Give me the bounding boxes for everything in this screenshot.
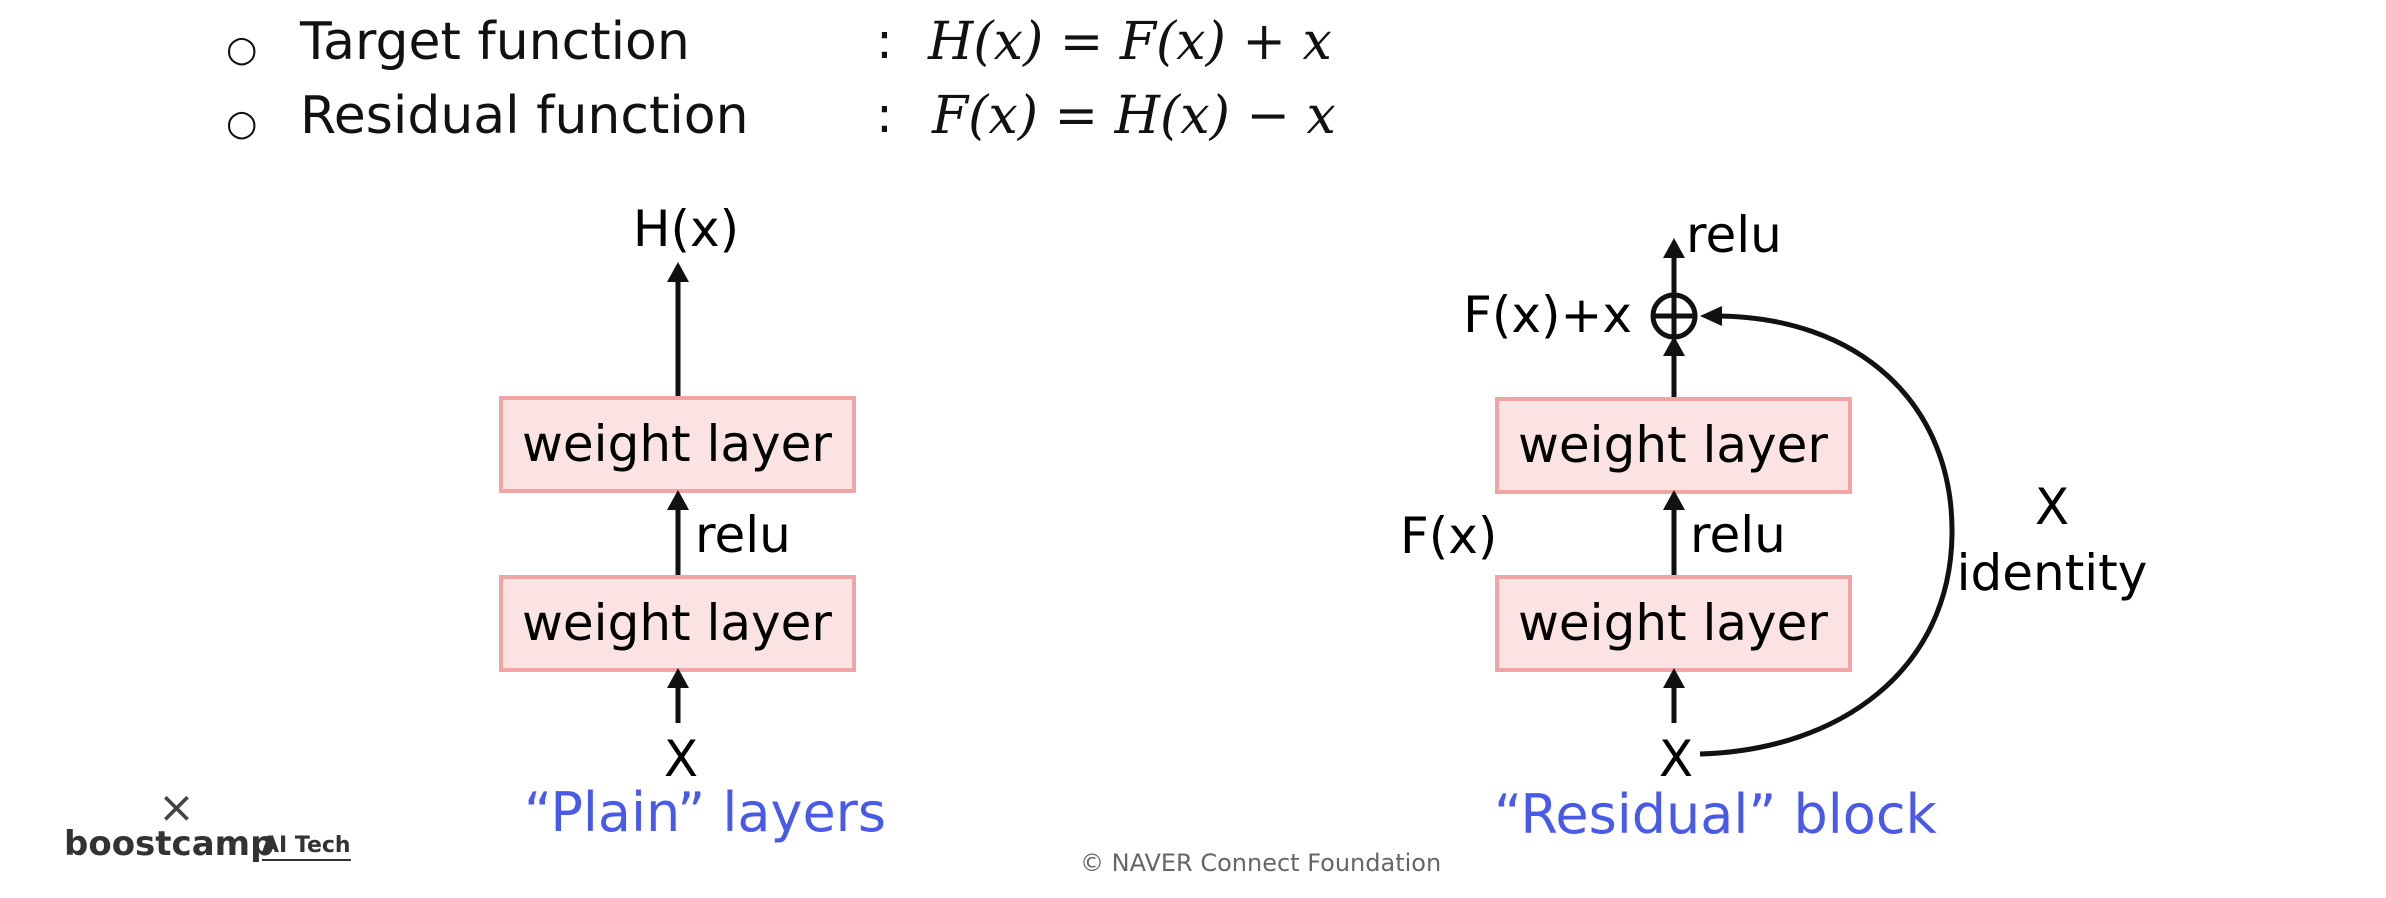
copyright-text: © NAVER Connect Foundation [1080, 849, 1442, 877]
residual-input-arrowhead [1663, 668, 1685, 688]
identity-skip-connection [1699, 313, 1955, 757]
boostcamp-logo-text: boostcamp [64, 824, 275, 864]
residual-weight-layer-top [1495, 397, 1852, 494]
plain-output-arrowhead [667, 262, 689, 282]
identity-label: identity [1957, 544, 2148, 602]
residual-function-label: Residual function [300, 86, 749, 146]
target-function-label: Target function [300, 12, 690, 72]
target-function-colon: : [876, 12, 893, 70]
plain-weight-layer-top-label: weight layer [522, 415, 832, 473]
residual-block-diagram: relu F(x)+x weight layer relu F(x) weigh… [1400, 206, 2147, 788]
plain-relu-arrowhead [667, 490, 689, 510]
plain-input-label: X [664, 730, 698, 788]
residual-sum-arrowhead [1663, 336, 1685, 356]
residual-weight-layer-top-label: weight layer [1518, 416, 1828, 474]
plain-relu-label: relu [695, 506, 791, 564]
boostcamp-logo-subtext: AI Tech [262, 835, 351, 861]
plain-weight-layer-bottom-label: weight layer [522, 594, 832, 652]
residual-function-equation: F(x) = H(x) − x [932, 86, 1336, 146]
residual-input-label: X [1659, 730, 1693, 788]
plain-weight-layer-bottom [499, 575, 856, 672]
residual-top-arrowhead [1663, 238, 1685, 258]
residual-weight-layer-bottom [1495, 575, 1852, 672]
residual-fx-label: F(x) [1400, 507, 1497, 565]
boostcamp-logo-mark-icon: × [158, 782, 195, 833]
residual-sum-label: F(x)+x [1463, 286, 1632, 344]
plain-layers-diagram: H(x) weight layer relu weight layer X [499, 200, 856, 788]
residual-relu-label: relu [1690, 506, 1786, 564]
bullet-icon: ○ [226, 29, 258, 70]
plain-weight-layer-top [499, 396, 856, 493]
plain-input-arrowhead [667, 668, 689, 688]
plain-layers-caption: “Plain” layers [524, 781, 886, 844]
residual-top-relu-label: relu [1686, 206, 1782, 264]
identity-skip-arrowhead [1700, 306, 1722, 326]
residual-relu-arrowhead [1663, 490, 1685, 510]
identity-x-label: X [2035, 478, 2069, 536]
plain-output-label: H(x) [633, 200, 739, 258]
residual-function-colon: : [876, 86, 893, 144]
residual-block-caption: “Residual” block [1494, 783, 1937, 846]
target-function-equation: H(x) = F(x) + x [928, 12, 1332, 72]
bullet-icon: ○ [226, 103, 258, 144]
residual-weight-layer-bottom-label: weight layer [1518, 594, 1828, 652]
